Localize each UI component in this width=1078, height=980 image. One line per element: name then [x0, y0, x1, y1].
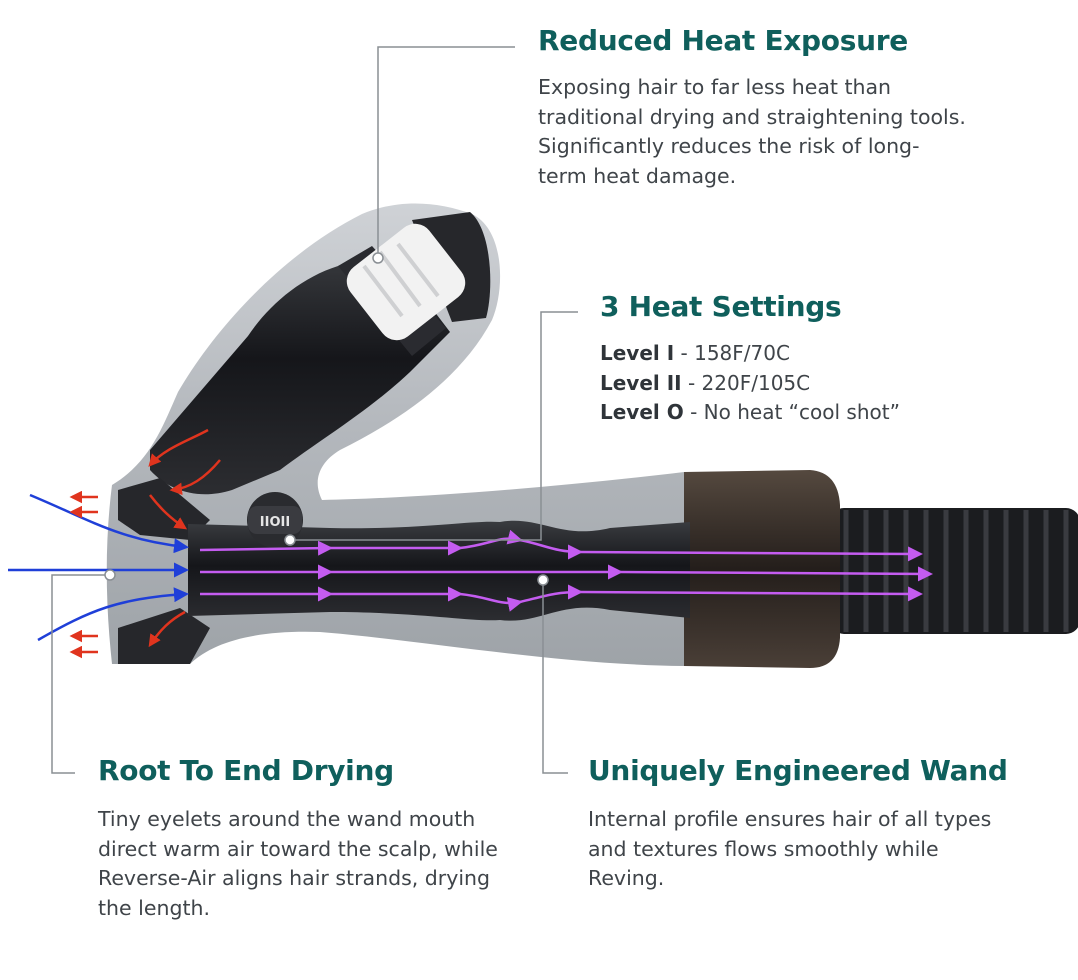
callout-engineered-wand: Uniquely Engineered Wand Internal profil…: [588, 754, 1058, 894]
heat-switch[interactable]: IIOII: [247, 492, 303, 548]
heat-level-value: - 220F/105C: [681, 370, 811, 395]
hose-connector: [678, 470, 840, 668]
warm-air-arrows: [69, 428, 221, 659]
callout-title: 3 Heat Settings: [600, 290, 842, 323]
callout-heat-settings: 3 Heat Settings Level I - 158F/70C Level…: [600, 290, 1020, 428]
heat-level-item: Level II - 220F/105C: [600, 369, 1020, 399]
callout-root-to-end: Root To End Drying Tiny eyelets around t…: [98, 754, 538, 923]
intake-arrows: [8, 493, 189, 642]
leader-dots: [104, 252, 549, 586]
heat-level-item: Level I - 158F/70C: [600, 339, 1020, 369]
heat-level-value: - No heat “cool shot”: [683, 400, 900, 424]
heat-levels-list: Level I - 158F/70C Level II - 220F/105C …: [600, 339, 1020, 428]
leader-engineered-wand: [542, 580, 568, 774]
callout-title: Uniquely Engineered Wand: [588, 754, 1008, 787]
leader-reduced-heat: [377, 46, 515, 258]
switch-label: IIOII: [260, 515, 290, 530]
heat-level-item: Level O - No heat “cool shot”: [600, 398, 1020, 428]
heat-level-value: - 158F/70C: [674, 341, 790, 365]
callout-description: Internal profile ensures hair of all typ…: [588, 807, 992, 890]
leader-lines: [51, 46, 578, 774]
leader-heat-settings: [290, 311, 578, 541]
leader-root-to-end: [51, 574, 110, 774]
callout-description: Exposing hair to far less heat than trad…: [538, 75, 966, 188]
wand-channel: [188, 520, 690, 621]
airflow-lines: [199, 529, 933, 612]
callout-reduced-heat: Reduced Heat Exposure Exposing hair to f…: [538, 24, 978, 191]
heat-level-name: Level O: [600, 400, 684, 424]
hose: [830, 508, 1078, 634]
heat-level-name: Level II: [600, 370, 682, 395]
heat-level-name: Level I: [600, 341, 675, 365]
callout-title: Root To End Drying: [98, 754, 394, 787]
callout-description: Tiny eyelets around the wand mouth direc…: [98, 807, 498, 920]
callout-title: Reduced Heat Exposure: [538, 24, 908, 57]
